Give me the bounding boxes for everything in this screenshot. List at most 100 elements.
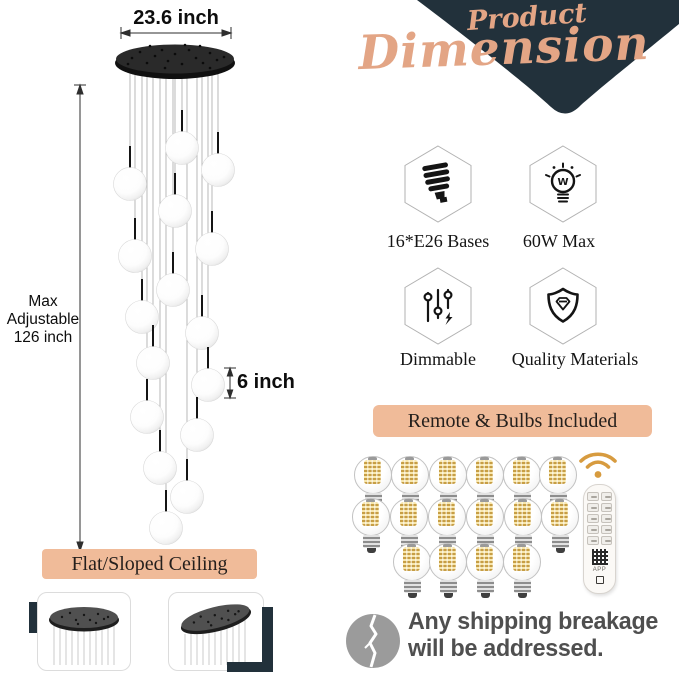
bulb-screw-base xyxy=(439,580,457,593)
remote-button xyxy=(587,525,599,534)
bulb-led-cap xyxy=(442,499,451,503)
app-square-icon xyxy=(596,576,604,584)
led-bulb xyxy=(354,456,392,516)
glass-globe xyxy=(191,368,225,402)
bulb-led-array xyxy=(476,502,493,526)
shipping-note: Any shipping breakage will be addressed. xyxy=(408,608,659,662)
glass-globe xyxy=(130,400,164,434)
led-bulb xyxy=(393,543,431,603)
glass-globe xyxy=(195,232,229,266)
bulb-contact-tip xyxy=(480,593,490,598)
sloped-ceiling-image xyxy=(168,592,264,671)
glass-globe xyxy=(185,316,219,350)
remote-button xyxy=(587,492,599,501)
remote-bulbs-banner: Remote & Bulbs Included xyxy=(373,405,652,437)
bulb-led-array xyxy=(476,460,493,484)
led-bulb xyxy=(390,498,428,558)
led-bulb xyxy=(503,543,541,603)
led-bulb xyxy=(539,456,577,516)
glass-globe xyxy=(149,511,183,545)
flat-ceiling-image xyxy=(37,592,131,671)
glass-globe xyxy=(143,451,177,485)
bulb-led-array xyxy=(476,547,493,571)
led-bulb xyxy=(541,498,579,558)
qr-code xyxy=(592,549,608,565)
ceiling-banner: Flat/Sloped Ceiling xyxy=(42,549,257,579)
bulb-led-cap xyxy=(368,457,377,461)
bulb-led-array xyxy=(364,460,381,484)
glass-globe xyxy=(170,480,204,514)
dimension-lines xyxy=(74,27,236,553)
remote-control: APP xyxy=(583,484,616,594)
bulb-contact-tip xyxy=(555,548,565,553)
bulb-led-array xyxy=(400,502,417,526)
feature-label-60w: 60W Max xyxy=(522,231,596,251)
remote-button xyxy=(600,492,612,501)
feature-label-quality: Quality Materials xyxy=(511,349,639,369)
remote-button xyxy=(587,514,599,523)
remote-button xyxy=(587,503,599,512)
bulb-led-cap xyxy=(405,457,414,461)
bulb-led-array xyxy=(549,460,566,484)
led-bulb xyxy=(429,543,467,603)
accent-bar-right xyxy=(262,607,273,672)
feature-label-e26: 16*E26 Bases xyxy=(386,231,490,251)
glass-globe xyxy=(165,131,199,165)
bulb-screw-base xyxy=(362,535,380,548)
globe-size-label: 6 inch xyxy=(237,371,295,393)
bulb-screw-base xyxy=(513,580,531,593)
bulb-led-cap xyxy=(366,499,375,503)
glass-globe xyxy=(180,418,214,452)
bulb-led-cap xyxy=(407,544,416,548)
bulb-led-cap xyxy=(553,457,562,461)
bulb-led-array xyxy=(514,502,531,526)
accent-bar-left xyxy=(29,602,38,633)
bulb-led-cap xyxy=(443,544,452,548)
app-label: APP xyxy=(592,567,607,573)
bulb-contact-tip xyxy=(366,548,376,553)
bulb-wattage-icon: W xyxy=(529,145,597,223)
bulb-contact-tip xyxy=(517,593,527,598)
feature-dimmable xyxy=(404,267,472,345)
bulb-led-cap xyxy=(555,499,564,503)
led-bulb xyxy=(352,498,390,558)
bulb-led-cap xyxy=(443,457,452,461)
glass-globe xyxy=(113,167,147,201)
feature-quality-materials xyxy=(529,267,597,345)
glass-globe xyxy=(125,300,159,334)
bulb-led-cap xyxy=(518,499,527,503)
broken-glass-icon xyxy=(346,614,400,668)
glass-globe xyxy=(201,153,235,187)
bulb-led-cap xyxy=(480,544,489,548)
glass-globe xyxy=(156,273,190,307)
bulb-led-cap xyxy=(517,544,526,548)
feature-e26-bases xyxy=(404,145,472,223)
page-subtitle: Dimension xyxy=(357,15,651,82)
feature-label-dimmable: Dimmable xyxy=(400,349,476,369)
bulb-led-cap xyxy=(517,457,526,461)
bulb-led-array xyxy=(438,502,455,526)
remote-button xyxy=(600,503,612,512)
feature-60w-max: W xyxy=(529,145,597,223)
bulb-screw-base xyxy=(551,535,569,548)
glass-globe xyxy=(158,194,192,228)
wifi-icon xyxy=(579,452,617,478)
glass-globe xyxy=(118,239,152,273)
bulb-led-array xyxy=(439,547,456,571)
chandelier-diagram xyxy=(74,27,236,553)
remote-button-grid xyxy=(587,492,612,545)
accent-bar-bottom xyxy=(227,662,273,672)
bulb-led-array xyxy=(401,460,418,484)
canopy-width-label: 23.6 inch xyxy=(133,7,219,29)
led-bulb xyxy=(504,498,542,558)
remote-button xyxy=(587,536,599,545)
corner-banner-shape xyxy=(417,0,679,114)
remote-button xyxy=(600,536,612,545)
max-height-label: Max Adjustable 126 inch xyxy=(6,293,80,346)
bulb-led-cap xyxy=(480,457,489,461)
glass-globe xyxy=(136,346,170,380)
bulb-led-array xyxy=(362,502,379,526)
bulb-screw-base xyxy=(403,580,421,593)
cfl-bulb-icon xyxy=(404,145,472,223)
